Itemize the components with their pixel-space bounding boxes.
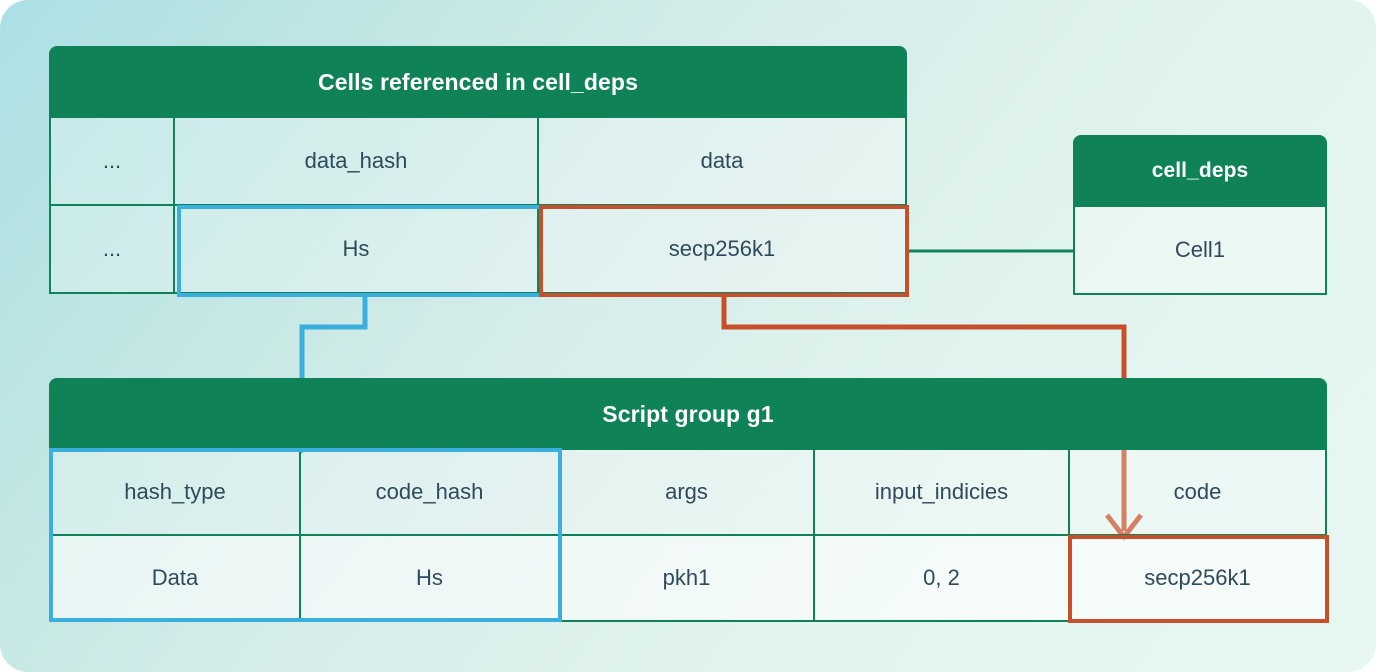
cell-input-indicies-value: 0, 2 [815,536,1070,622]
column-header-ellipsis: ... [49,118,175,206]
cells-referenced-table: Cells referenced in cell_deps ... data_h… [49,46,907,294]
column-header-hash-type: hash_type [49,450,301,536]
table-header-row: hash_type code_hash args input_indicies … [49,450,1327,536]
column-header-input-indicies: input_indicies [815,450,1070,536]
table-row: Cell1 [1073,207,1327,295]
column-header-data-hash: data_hash [175,118,539,206]
cells-referenced-table-title: Cells referenced in cell_deps [49,46,907,118]
script-group-table: Script group g1 hash_type code_hash args… [49,378,1327,622]
cell-code-value: secp256k1 [1070,536,1327,622]
column-header-data: data [539,118,907,206]
cell-hash-type-value: Data [49,536,301,622]
table-row: ... Hs secp256k1 [49,206,907,294]
table-header-row: ... data_hash data [49,118,907,206]
column-header-code-hash: code_hash [301,450,560,536]
cell-data-hash-value: Hs [175,206,539,294]
cell-code-hash-value: Hs [301,536,560,622]
cell-deps-entry: Cell1 [1073,207,1327,295]
cell-ellipsis: ... [49,206,175,294]
column-header-args: args [560,450,815,536]
column-header-code: code [1070,450,1327,536]
cell-data-value: secp256k1 [539,206,907,294]
cell-deps-table-title: cell_deps [1073,135,1327,207]
cell-deps-table: cell_deps Cell1 [1073,135,1327,295]
script-group-table-title: Script group g1 [49,378,1327,450]
table-row: Data Hs pkh1 0, 2 secp256k1 [49,536,1327,622]
cell-args-value: pkh1 [560,536,815,622]
